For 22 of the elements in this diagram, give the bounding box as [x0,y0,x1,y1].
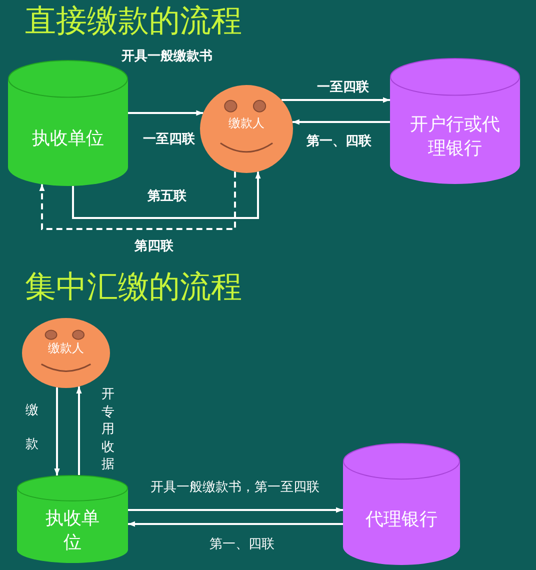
edge-label: 第五联 [148,190,186,204]
edge-label: 第一、四联 [306,134,372,150]
arrow [76,386,82,476]
arrow [128,521,343,527]
edge-label: 开专用收据 [102,386,114,474]
edge-label: 缴款 [26,402,38,454]
arrow [54,387,60,476]
arrow [128,110,204,116]
arrow [292,119,390,125]
arrow [128,507,343,513]
arrow [281,97,390,103]
smiley-face: 缴款人 [22,318,110,388]
edge-label: 开具一般缴款书，第一至四联 [150,480,320,496]
smiley-face: 缴款人 [200,85,293,173]
heading: 集中汇缴的流程 [25,272,242,303]
text-label: 一至四联 [143,132,195,148]
arrow [39,172,236,230]
edge-label: 一至四联 [317,80,369,96]
arrow [72,172,261,219]
heading: 直接缴款的流程 [25,6,242,37]
edge-label: 第一、四联 [210,538,274,552]
edge-label: 第四联 [134,240,174,254]
